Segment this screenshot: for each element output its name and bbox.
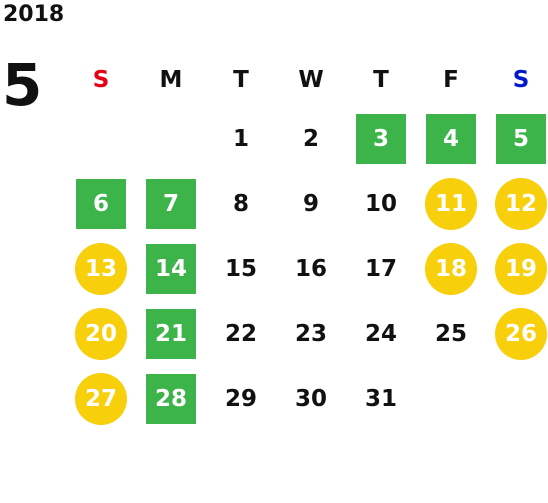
calendar-day[interactable]: 9: [302, 190, 319, 217]
calendar-cell: 24: [346, 301, 416, 366]
calendar-month-number: 5: [2, 51, 43, 119]
calendar-day[interactable]: 8: [232, 190, 249, 217]
calendar-cell: 11: [416, 171, 486, 236]
calendar-day[interactable]: 16: [294, 255, 327, 282]
calendar-day[interactable]: 2: [302, 125, 319, 152]
calendar-day[interactable]: 31: [364, 385, 397, 412]
calendar-cell: 30: [276, 366, 346, 431]
calendar-day[interactable]: 30: [294, 385, 327, 412]
weekday-header-thu: T: [373, 67, 389, 93]
calendar-day[interactable]: 10: [364, 190, 397, 217]
calendar-day[interactable]: 12: [495, 177, 547, 230]
calendar-day[interactable]: 1: [232, 125, 249, 152]
calendar-day[interactable]: 14: [146, 243, 196, 294]
calendar-cell: 25: [416, 301, 486, 366]
calendar-cell: 9: [276, 171, 346, 236]
calendar-day[interactable]: 6: [76, 178, 126, 229]
calendar-cell: 31: [346, 366, 416, 431]
calendar-cell: 20: [66, 301, 136, 366]
calendar-cell: 13: [66, 236, 136, 301]
calendar-day[interactable]: 4: [426, 113, 476, 164]
calendar-cell: 1: [206, 106, 276, 171]
calendar-day[interactable]: 28: [146, 373, 196, 424]
calendar-cell: [66, 106, 136, 171]
calendar-cell: [486, 366, 548, 431]
calendar-cell: [416, 366, 486, 431]
calendar-cell: 26: [486, 301, 548, 366]
calendar-cell: 23: [276, 301, 346, 366]
calendar-cell: 8: [206, 171, 276, 236]
calendar-cell: 3: [346, 106, 416, 171]
calendar-day[interactable]: 21: [146, 308, 196, 359]
calendar-day[interactable]: 29: [224, 385, 257, 412]
calendar-day[interactable]: 5: [496, 113, 546, 164]
calendar-day[interactable]: 23: [294, 320, 327, 347]
calendar-year: 2018: [3, 2, 65, 27]
weekday-header-mon: M: [159, 67, 183, 93]
calendar-day[interactable]: 18: [425, 242, 477, 295]
weekday-header-tue: T: [233, 67, 249, 93]
calendar-cell: 17: [346, 236, 416, 301]
weekday-header-sun: S: [92, 67, 110, 93]
calendar-cell: 29: [206, 366, 276, 431]
calendar-cell: 6: [66, 171, 136, 236]
calendar-cell: 5: [486, 106, 548, 171]
calendar-cell: 10: [346, 171, 416, 236]
weekday-header-sat: S: [512, 67, 530, 93]
calendar-day[interactable]: 24: [364, 320, 397, 347]
calendar-cell: 19: [486, 236, 548, 301]
calendar-cell: 22: [206, 301, 276, 366]
calendar-day[interactable]: 15: [224, 255, 257, 282]
calendar-day[interactable]: 3: [356, 113, 406, 164]
calendar-day[interactable]: 25: [434, 320, 467, 347]
calendar-day[interactable]: 7: [146, 178, 196, 229]
calendar-cell: 16: [276, 236, 346, 301]
calendar-day[interactable]: 17: [364, 255, 397, 282]
calendar-day[interactable]: 19: [495, 242, 547, 295]
calendar-day[interactable]: 22: [224, 320, 257, 347]
weekday-header-wed: W: [298, 67, 324, 93]
calendar-cell: 12: [486, 171, 548, 236]
calendar-cell: 2: [276, 106, 346, 171]
calendar-day[interactable]: 13: [75, 242, 127, 295]
calendar-cell: 15: [206, 236, 276, 301]
calendar-day[interactable]: 27: [75, 372, 127, 425]
calendar-day[interactable]: 20: [75, 307, 127, 360]
calendar-cell: 28: [136, 366, 206, 431]
calendar-cell: 18: [416, 236, 486, 301]
weekday-header-fri: F: [443, 67, 459, 93]
calendar-cell: [136, 106, 206, 171]
calendar-cell: 14: [136, 236, 206, 301]
calendar-cell: 27: [66, 366, 136, 431]
calendar-day[interactable]: 26: [495, 307, 547, 360]
calendar-day[interactable]: 11: [425, 177, 477, 230]
calendar-cell: 7: [136, 171, 206, 236]
calendar-cell: 4: [416, 106, 486, 171]
calendar-cell: 21: [136, 301, 206, 366]
